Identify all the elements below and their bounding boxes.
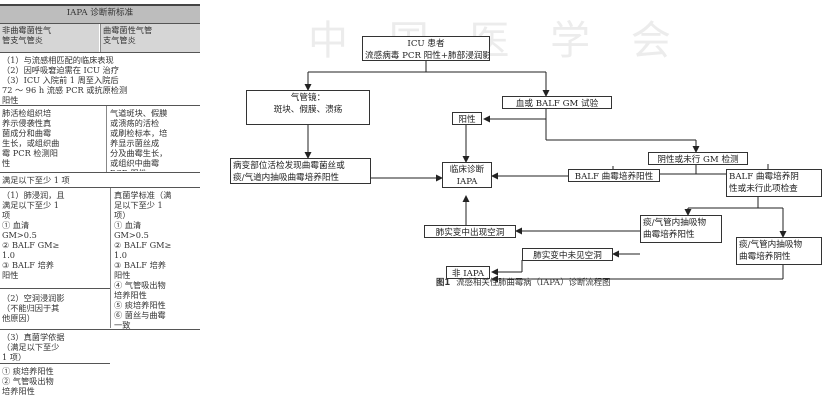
figure-title: 流感相关性肺曲霉病（IAPA）诊断流程图 bbox=[456, 277, 611, 287]
table-rule bbox=[0, 172, 200, 173]
flowchart-bottom-connectors bbox=[491, 265, 784, 283]
iapa-flowchart: 中 国 医 学 会 bbox=[228, 4, 828, 402]
table-rule bbox=[0, 329, 200, 330]
table-top-rule bbox=[0, 4, 200, 6]
node-non-iapa: 非 IAPA bbox=[446, 266, 490, 279]
node-sputum-culture-negative: 痰/气管内抽吸物 曲霉培养阴性 bbox=[736, 237, 822, 265]
table-rule bbox=[0, 187, 200, 188]
table-divider bbox=[106, 106, 107, 172]
node-cavity-present: 肺实变中出现空洞 bbox=[424, 225, 516, 238]
table-cell-mycology: 真菌学标准（满 足以下至少 1 项） ① 血清 GM>0.5 ② BALF GM… bbox=[114, 190, 172, 329]
table-cell-sputum: ① 痰培养阳性 ② 气管吸出物 培养阳性 bbox=[2, 366, 54, 395]
node-clinical-iapa: 临床诊断 IAPA bbox=[442, 162, 492, 188]
iapa-criteria-table: IAPA 诊断新标准 非曲霉菌性气 管支气管炎 曲霉菌性气管 支气管炎 （1）与… bbox=[0, 4, 200, 396]
table-cell-infiltrate: （1）肺浸润，且 满足以下至少 1 项 ① 血清 GM>0.5 ② BALF G… bbox=[2, 190, 65, 280]
figure-label: 图1 bbox=[436, 277, 451, 287]
col-header-non-tracheobronchitis: 非曲霉菌性气 管支气管炎 bbox=[0, 24, 99, 52]
table-cell-biopsy-right: 气道斑块、假膜 或溃疡的活检 或刷检标本，培 养显示菌丝成 分及曲霉生长， 或组… bbox=[110, 108, 168, 171]
table-row-at-least-one: 满足以下至少 1 项 bbox=[2, 175, 70, 185]
figure-caption: 图1 流感相关性肺曲霉病（IAPA）诊断流程图 bbox=[436, 276, 610, 288]
table-cell-cavity: （2）空洞浸润影 （不能归因于其 他原因） bbox=[2, 293, 65, 323]
node-icu-patients: ICU 患者 流感病毒 PCR 阳性+肺部浸润影 bbox=[362, 36, 490, 61]
table-rule bbox=[0, 288, 110, 289]
node-no-cavity: 肺实变中未见空洞 bbox=[522, 248, 613, 261]
node-negative-or-no-gm: 阴性或未行 GM 检测 bbox=[648, 152, 748, 165]
table-cell-mycology-evidence: （3）真菌学依据 （满足以下至少 1 项） bbox=[2, 332, 65, 362]
table-rule bbox=[0, 52, 200, 53]
node-balf-culture-negative: BALF 曲霉培养阴 性或未行此项检查 bbox=[726, 169, 822, 197]
node-biopsy-or-culture-positive: 病变部位活检发现曲霉菌丝或 痰/气道内抽吸曲霉培养阳性 bbox=[230, 158, 371, 184]
table-rule bbox=[0, 363, 110, 364]
table-divider bbox=[110, 188, 111, 328]
node-gm-test: 血或 BALF GM 试验 bbox=[502, 96, 612, 109]
table-rule bbox=[0, 23, 200, 24]
col-header-tracheobronchitis: 曲霉菌性气管 支气管炎 bbox=[101, 24, 200, 52]
node-bronchoscopy: 气管镜： 斑块、假膜、溃疡 bbox=[246, 90, 370, 125]
node-balf-culture-positive: BALF 曲霉培养阳性 bbox=[568, 169, 660, 182]
table-row-entry-criteria: （1）与流感相匹配的临床表现 （2）因呼吸窘迫需在 ICU 治疗 （3）ICU … bbox=[2, 55, 128, 104]
table-rule bbox=[0, 105, 200, 106]
table-title: IAPA 诊断新标准 bbox=[0, 6, 200, 23]
node-positive: 阳性 bbox=[452, 112, 482, 125]
table-divider bbox=[100, 24, 101, 52]
node-sputum-culture-positive: 痰/气管内抽吸物 曲霉培养阳性 bbox=[640, 215, 722, 243]
table-cell-biopsy-left: 肺活检组织培 养示侵袭性真 菌成分和曲霉 生长，或组织曲 霉 PCR 检测阳 性 bbox=[2, 108, 60, 168]
